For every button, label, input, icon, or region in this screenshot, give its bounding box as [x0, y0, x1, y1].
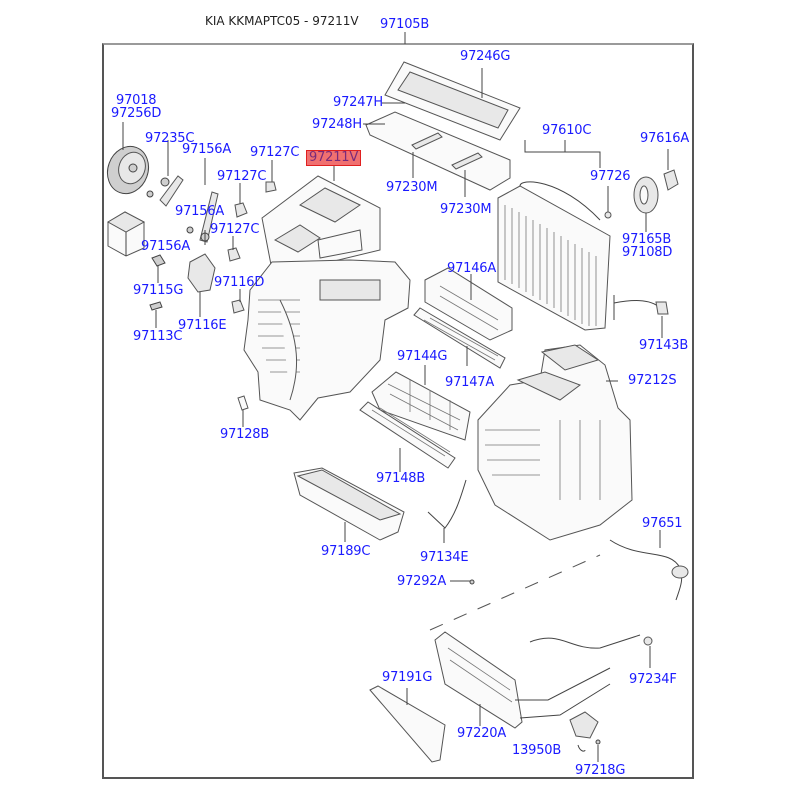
- part-label-97651[interactable]: 97651: [642, 516, 683, 531]
- mode-actuator-13950B: [569, 711, 601, 762]
- part-label-97108D[interactable]: 97108D: [622, 245, 673, 260]
- actuator-levers: [146, 140, 277, 262]
- part-label-97726[interactable]: 97726: [590, 169, 631, 184]
- part-label-97235C[interactable]: 97235C: [145, 131, 195, 146]
- part-label-97147A[interactable]: 97147A: [445, 375, 495, 390]
- drain-tray: [293, 467, 405, 542]
- part-label-97247H[interactable]: 97247H: [333, 95, 383, 110]
- part-label-97018[interactable]: 97018: [116, 93, 157, 108]
- door-assemblies: [359, 267, 513, 472]
- part-label-97128B[interactable]: 97128B: [220, 427, 270, 442]
- blower-motor-part: [106, 122, 150, 195]
- part-label-13950B[interactable]: 13950B: [512, 743, 562, 758]
- part-label-97127C[interactable]: 97127C: [250, 145, 300, 160]
- part-label-97165B[interactable]: 97165B: [622, 232, 672, 247]
- blower-case: [243, 259, 411, 421]
- part-label-97230M[interactable]: 97230M: [440, 202, 492, 217]
- part-label-97127C[interactable]: 97127C: [217, 169, 267, 184]
- air-filter-assembly: [363, 61, 521, 197]
- part-label-97230M[interactable]: 97230M: [386, 180, 438, 195]
- part-label-97148B[interactable]: 97148B: [376, 471, 426, 486]
- screw-97292A: [450, 579, 475, 585]
- part-label-97616A[interactable]: 97616A: [640, 131, 690, 146]
- part-label-97256D[interactable]: 97256D: [111, 106, 162, 121]
- part-label-97189C[interactable]: 97189C: [321, 544, 371, 559]
- diagram-frame: [102, 43, 694, 779]
- part-label-97610C[interactable]: 97610C: [542, 123, 592, 138]
- drain-hose-wire: [427, 479, 467, 543]
- part-label-97143B[interactable]: 97143B: [639, 338, 689, 353]
- part-label-97105B[interactable]: 97105B: [380, 17, 430, 32]
- part-label-97156A[interactable]: 97156A: [141, 239, 191, 254]
- small-clips: [149, 230, 249, 427]
- part-label-97248H[interactable]: 97248H: [312, 117, 362, 132]
- part-label-97115G[interactable]: 97115G: [133, 283, 184, 298]
- part-label-97220A[interactable]: 97220A: [457, 726, 507, 741]
- actuator-motor: [106, 211, 146, 257]
- heater-cover: [369, 685, 446, 763]
- part-label-97191G[interactable]: 97191G: [382, 670, 433, 685]
- heater-hose: [609, 530, 689, 601]
- part-label-97144G[interactable]: 97144G: [397, 349, 448, 364]
- part-label-97292A[interactable]: 97292A: [397, 574, 447, 589]
- assembly-guide-line: [429, 554, 601, 631]
- part-label-97146A[interactable]: 97146A: [447, 261, 497, 276]
- part-label-97212S[interactable]: 97212S: [628, 373, 677, 388]
- part-label-97116D[interactable]: 97116D: [214, 275, 265, 290]
- evaporator-core: [497, 140, 612, 331]
- diagram-title: KIA KKMAPTC05 - 97211V: [205, 14, 359, 28]
- part-label-97246G[interactable]: 97246G: [460, 49, 511, 64]
- grommet-and-sensor: [633, 149, 679, 232]
- temperature-sensor: [613, 295, 669, 338]
- part-label-97156A[interactable]: 97156A: [175, 204, 225, 219]
- part-label-97127C[interactable]: 97127C: [210, 222, 260, 237]
- heater-case: [477, 344, 633, 541]
- part-label-97218G[interactable]: 97218G: [575, 763, 626, 778]
- part-label-97234F[interactable]: 97234F: [629, 672, 677, 687]
- part-label-97134E[interactable]: 97134E: [420, 550, 469, 565]
- heater-core: [434, 631, 653, 729]
- part-label-97116E[interactable]: 97116E: [178, 318, 227, 333]
- part-label-97113C[interactable]: 97113C: [133, 329, 183, 344]
- part-label-97211V-highlighted[interactable]: 97211V: [306, 150, 362, 166]
- part-label-97156A[interactable]: 97156A: [182, 142, 232, 157]
